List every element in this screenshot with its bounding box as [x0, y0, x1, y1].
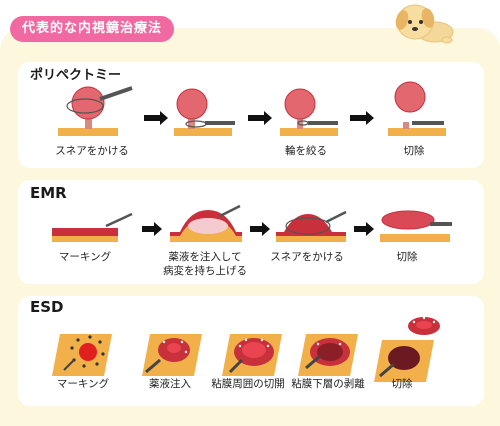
right-arrow-icon — [248, 111, 272, 125]
polyp-snare-step-4 — [388, 81, 446, 136]
esd-incision-step — [222, 334, 282, 376]
emr-step-1-label: マーキング — [58, 251, 112, 263]
right-arrow-icon — [354, 222, 374, 236]
polyp-snare-step-1 — [58, 86, 133, 136]
esd-marking-step — [52, 334, 112, 376]
polypectomy-step-3-label: 輪を絞る — [285, 145, 327, 157]
emr-step-3-label: スネアをかける — [270, 251, 344, 263]
polypectomy-title: ポリペクトミー — [30, 68, 122, 83]
polypectomy-step-1-label: スネアをかける — [55, 145, 129, 157]
polyp-snare-step-3 — [280, 88, 338, 136]
esd-step-3-label: 粘膜周囲の切開 — [211, 378, 285, 390]
esd-resection-step — [374, 316, 440, 382]
emr-snare-step — [276, 210, 347, 242]
emr-resection-step — [380, 210, 452, 242]
emr-marking-step — [52, 212, 133, 242]
right-arrow-icon — [142, 222, 162, 236]
emr-step-2-label-line1: 薬液を注入して — [168, 251, 242, 263]
page-title: 代表的な内視鏡治療法 — [10, 16, 175, 42]
right-arrow-icon — [250, 222, 270, 236]
esd-step-5-label: 切除 — [391, 378, 413, 390]
emr-step-4-label: 切除 — [396, 251, 418, 263]
emr-injection-step — [170, 204, 242, 242]
esd-step-4-label: 粘膜下層の剥離 — [291, 378, 365, 390]
emr-title: EMR — [30, 184, 67, 202]
right-arrow-icon — [350, 111, 374, 125]
esd-step-1-label: マーキング — [56, 378, 110, 390]
emr-step-2-label-line2: 病変を持ち上げる — [163, 265, 247, 277]
esd-title: ESD — [30, 298, 64, 316]
esd-injection-step — [142, 334, 202, 376]
right-arrow-icon — [144, 111, 168, 125]
polypectomy-step-4-label: 切除 — [403, 145, 425, 157]
polyp-snare-step-2 — [174, 88, 235, 136]
esd-step-2-label: 薬液注入 — [149, 378, 191, 390]
esd-dissection-step — [298, 334, 358, 376]
